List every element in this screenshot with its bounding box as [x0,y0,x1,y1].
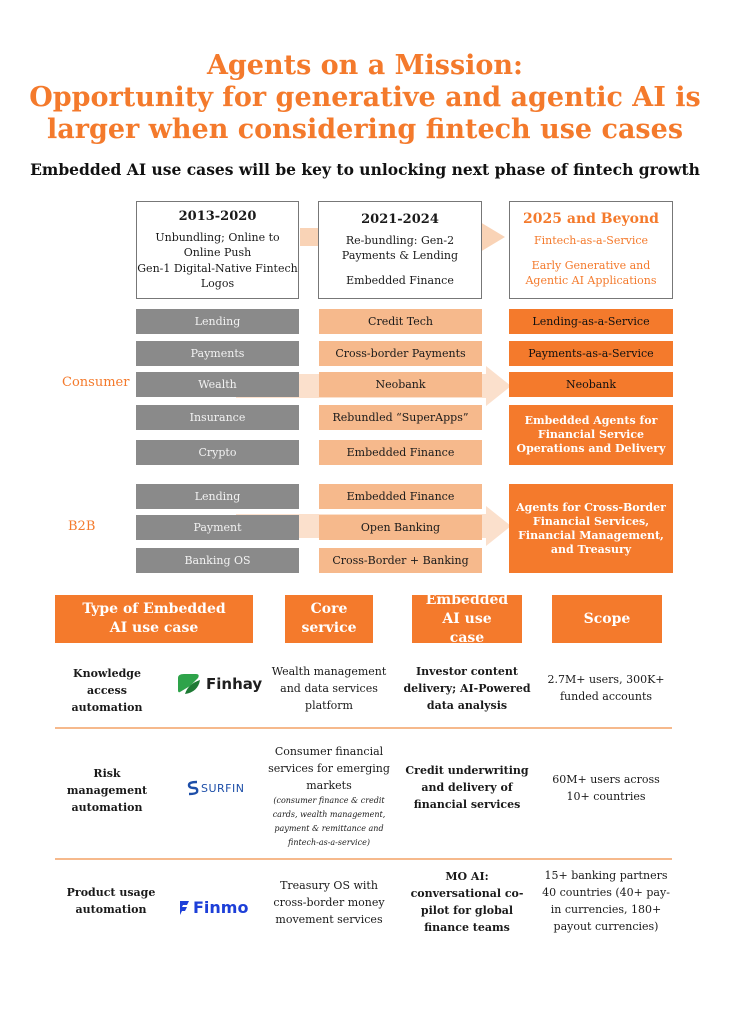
row-scope: 15+ banking partners 40 countries (40+ p… [542,869,670,933]
row-core-note: (consumer finance & credit cards, wealth… [272,795,386,847]
timeline-text: Re-bundling: Gen-2 Payments & Lending [341,233,459,262]
timeline-box-2021-2024: 2021-2024 Re-bundling: Gen-2 Payments & … [318,201,482,299]
b2b-grey-cell: Banking OS [136,548,299,573]
finhay-logo: Finhay [176,672,262,696]
row-usecase: Credit underwriting and delivery of fina… [405,763,529,811]
row-type: Risk management automation [66,766,148,814]
timeline-text: Early Generative and Agentic AI Applicat… [525,258,657,287]
b2b-agents-cell: Agents for Cross-Border Financial Servic… [509,484,673,573]
b2b-mid-cell: Open Banking [319,515,482,540]
header-type: Type of Embedded AI use case [55,595,253,643]
consumer-future-cell: Lending-as-a-Service [509,309,673,334]
page-title: Agents on a Mission: Opportunity for gen… [0,50,730,146]
row-scope: 60M+ users across 10+ countries [552,773,660,803]
header-scope: Scope [552,595,662,643]
row-type: Product usage automation [66,886,156,916]
timeline-text: Gen-1 Digital-Native Fintech Logos [137,261,298,290]
page-subtitle: Embedded AI use cases will be key to unl… [30,160,700,179]
header-embedded-ai: Embedded AI use case [412,592,522,646]
row-usecase: MO AI: conversational co-pilot for globa… [410,870,524,934]
b2b-label: B2B [68,519,96,534]
finhay-logo-icon [178,674,200,694]
timeline-years: 2021-2024 [361,211,439,227]
surfin-logo-icon [187,780,199,796]
finhay-logo-text: Finhay [206,675,263,693]
surfin-logo: SURFIN [187,780,244,796]
consumer-grey-cell: Lending [136,309,299,334]
consumer-grey-cell: Insurance [136,405,299,430]
consumer-mid-cell: Rebundled “SuperApps” [319,405,482,430]
consumer-mid-cell: Embedded Finance [319,440,482,465]
consumer-label: Consumer [62,375,130,390]
timeline-text: Embedded Finance [346,273,454,287]
timeline-box-2013-2020: 2013-2020 Unbundling; Online to Online P… [136,201,299,299]
consumer-future-cell: Neobank [509,372,673,397]
consumer-grey-cell: Wealth [136,372,299,397]
consumer-future-cell: Payments-as-a-Service [509,341,673,366]
timeline-text: Fintech-as-a-Service [533,233,649,247]
b2b-mid-cell: Embedded Finance [319,484,482,509]
consumer-grey-cell: Payments [136,341,299,366]
row-divider [55,858,672,860]
consumer-grey-cell: Crypto [136,440,299,465]
timeline-box-2025-beyond: 2025 and Beyond Fintech-as-a-Service Ear… [509,201,673,299]
consumer-mid-cell: Cross-border Payments [319,341,482,366]
b2b-mid-cell: Cross-Border + Banking [319,548,482,573]
b2b-grey-cell: Payment [136,515,299,540]
row-core-text: Consumer financial services for emerging… [268,744,390,792]
timeline-years: 2013-2020 [178,208,257,224]
header-core-service: Core service [285,595,373,643]
finmo-logo: Finmo [178,898,248,917]
title-line-3: larger when considering fintech use case… [46,114,684,145]
surfin-logo-text: SURFIN [201,781,245,795]
timeline-text: Unbundling; Online to Online Push [155,230,280,259]
row-divider [55,727,672,729]
consumer-mid-cell: Credit Tech [319,309,482,334]
title-line-1: Agents on a Mission: [206,50,524,81]
row-scope: 2.7M+ users, 300K+ funded accounts [547,673,665,703]
title-line-2: Opportunity for generative and agentic A… [29,82,701,113]
row-usecase: Investor content delivery; AI-Powered da… [403,664,531,712]
timeline-years: 2025 and Beyond [523,210,659,227]
finmo-logo-text: Finmo [193,898,249,917]
consumer-mid-cell: Neobank [319,372,482,397]
b2b-grey-cell: Lending [136,484,299,509]
row-core: Treasury OS with cross-border money move… [273,878,385,926]
finmo-logo-icon [180,900,189,915]
row-core: Consumer financial services for emerging… [262,740,396,852]
consumer-agents-cell: Embedded Agents for Financial Service Op… [509,405,673,465]
row-core: Wealth management and data services plat… [271,664,387,712]
row-type: Knowledge access automation [71,666,143,714]
